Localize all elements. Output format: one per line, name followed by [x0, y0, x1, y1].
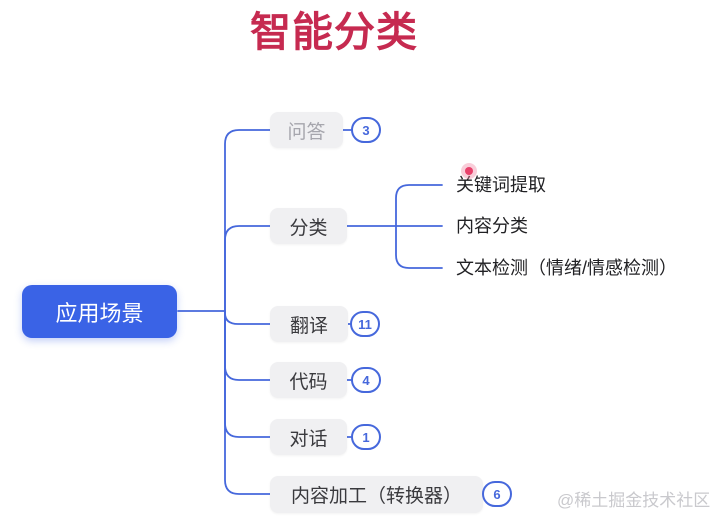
cursor-indicator-dot [465, 167, 473, 175]
node-code[interactable]: 代码 [270, 362, 347, 398]
node-code-label: 代码 [289, 371, 328, 393]
badge-code-count[interactable]: 4 [351, 367, 381, 393]
root-node[interactable]: 应用场景 [22, 285, 177, 338]
node-qa[interactable]: 问答 [270, 112, 343, 148]
node-classification[interactable]: 分类 [270, 208, 347, 244]
badge-content-count[interactable]: 6 [482, 481, 512, 507]
node-translation-label: 翻译 [289, 315, 328, 337]
node-qa-label: 问答 [287, 121, 326, 143]
node-content-processing[interactable]: 内容加工（转换器） [270, 476, 483, 513]
badge-qa-count[interactable]: 3 [351, 117, 381, 143]
root-node-label: 应用场景 [55, 300, 144, 326]
connector-content [224, 310, 271, 495]
child-content-classification[interactable]: 内容分类 [456, 216, 528, 236]
node-translation[interactable]: 翻译 [270, 306, 348, 342]
child-text-detection[interactable]: 文本检测（情绪/情感检测） [456, 258, 677, 278]
badge-dialog-count[interactable]: 1 [351, 424, 381, 450]
node-classification-label: 分类 [289, 217, 328, 239]
connector-qa [224, 129, 271, 312]
connector-code [224, 310, 271, 381]
badge-translation-count[interactable]: 11 [350, 311, 380, 337]
child-keyword-extraction[interactable]: 关键词提取 [456, 175, 546, 195]
connector-detect [395, 225, 443, 269]
node-dialog[interactable]: 对话 [270, 419, 347, 455]
connector-dialog [224, 310, 271, 438]
node-dialog-label: 对话 [289, 428, 328, 450]
connector-cls [224, 225, 271, 312]
connector-trans [224, 310, 271, 325]
node-content-processing-label: 内容加工（转换器） [290, 486, 462, 507]
connector-keyword [395, 184, 443, 227]
watermark: @稀土掘金技术社区 [557, 491, 711, 510]
page-title: 智能分类 [250, 9, 418, 55]
